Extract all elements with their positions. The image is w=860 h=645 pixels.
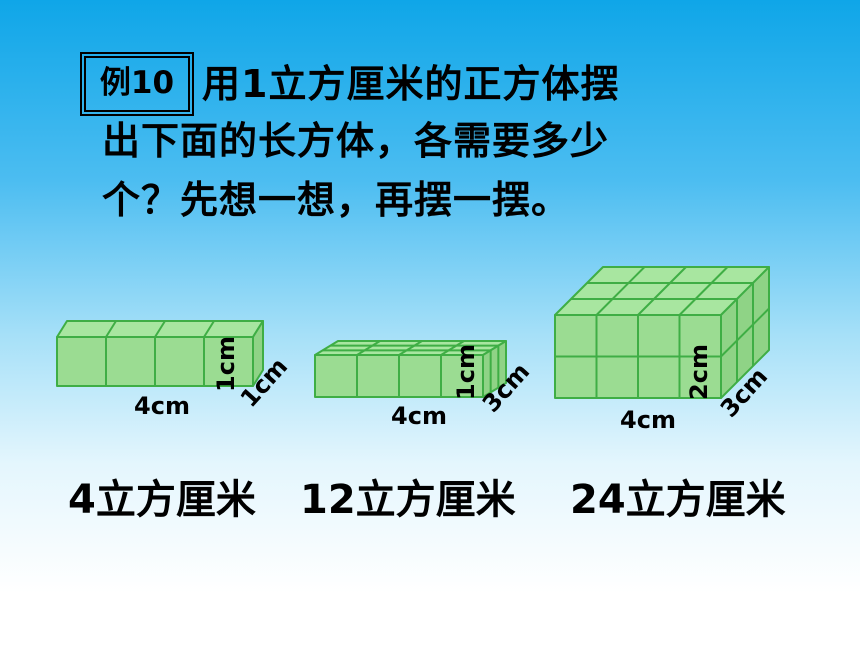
answer-box-3: 24立方厘米: [570, 477, 786, 523]
box2-length-label: 4cm: [391, 402, 447, 430]
cube-edge-line: [356, 340, 381, 356]
box2-height-label: 1cm: [452, 344, 480, 400]
cube-edge-line: [203, 320, 215, 338]
box3-length-label: 4cm: [620, 406, 676, 434]
cube-edge-line: [637, 266, 687, 316]
question-line-2: 出下面的长方体，各需要多少: [102, 119, 610, 163]
cube-edge-line: [678, 266, 729, 316]
question-line-1: 用1立方厘米的正方体摆: [202, 62, 620, 106]
box1-height-label: 1cm: [212, 336, 240, 392]
answer-box-1: 4立方厘米: [68, 477, 256, 523]
answer-box-2: 12立方厘米: [300, 477, 516, 523]
cube-edge-line: [595, 266, 646, 316]
cuboid-4x3x2: [554, 266, 770, 399]
cuboid-4x3x1: [314, 340, 507, 398]
cube-edge-line: [440, 340, 465, 356]
question-line-3: 个？先想一想，再摆一摆。: [102, 178, 571, 222]
cube-edge-line: [720, 307, 770, 358]
cube-edge-line: [154, 320, 166, 338]
cuboid-4x1x1: [56, 320, 264, 387]
cube-edge-line: [105, 320, 117, 338]
cuboid-side-face: [252, 320, 264, 387]
example-tag: 例10: [80, 52, 194, 116]
box1-length-label: 4cm: [134, 392, 190, 420]
box3-height-label: 2cm: [685, 344, 713, 400]
cube-edge-line: [398, 340, 423, 356]
